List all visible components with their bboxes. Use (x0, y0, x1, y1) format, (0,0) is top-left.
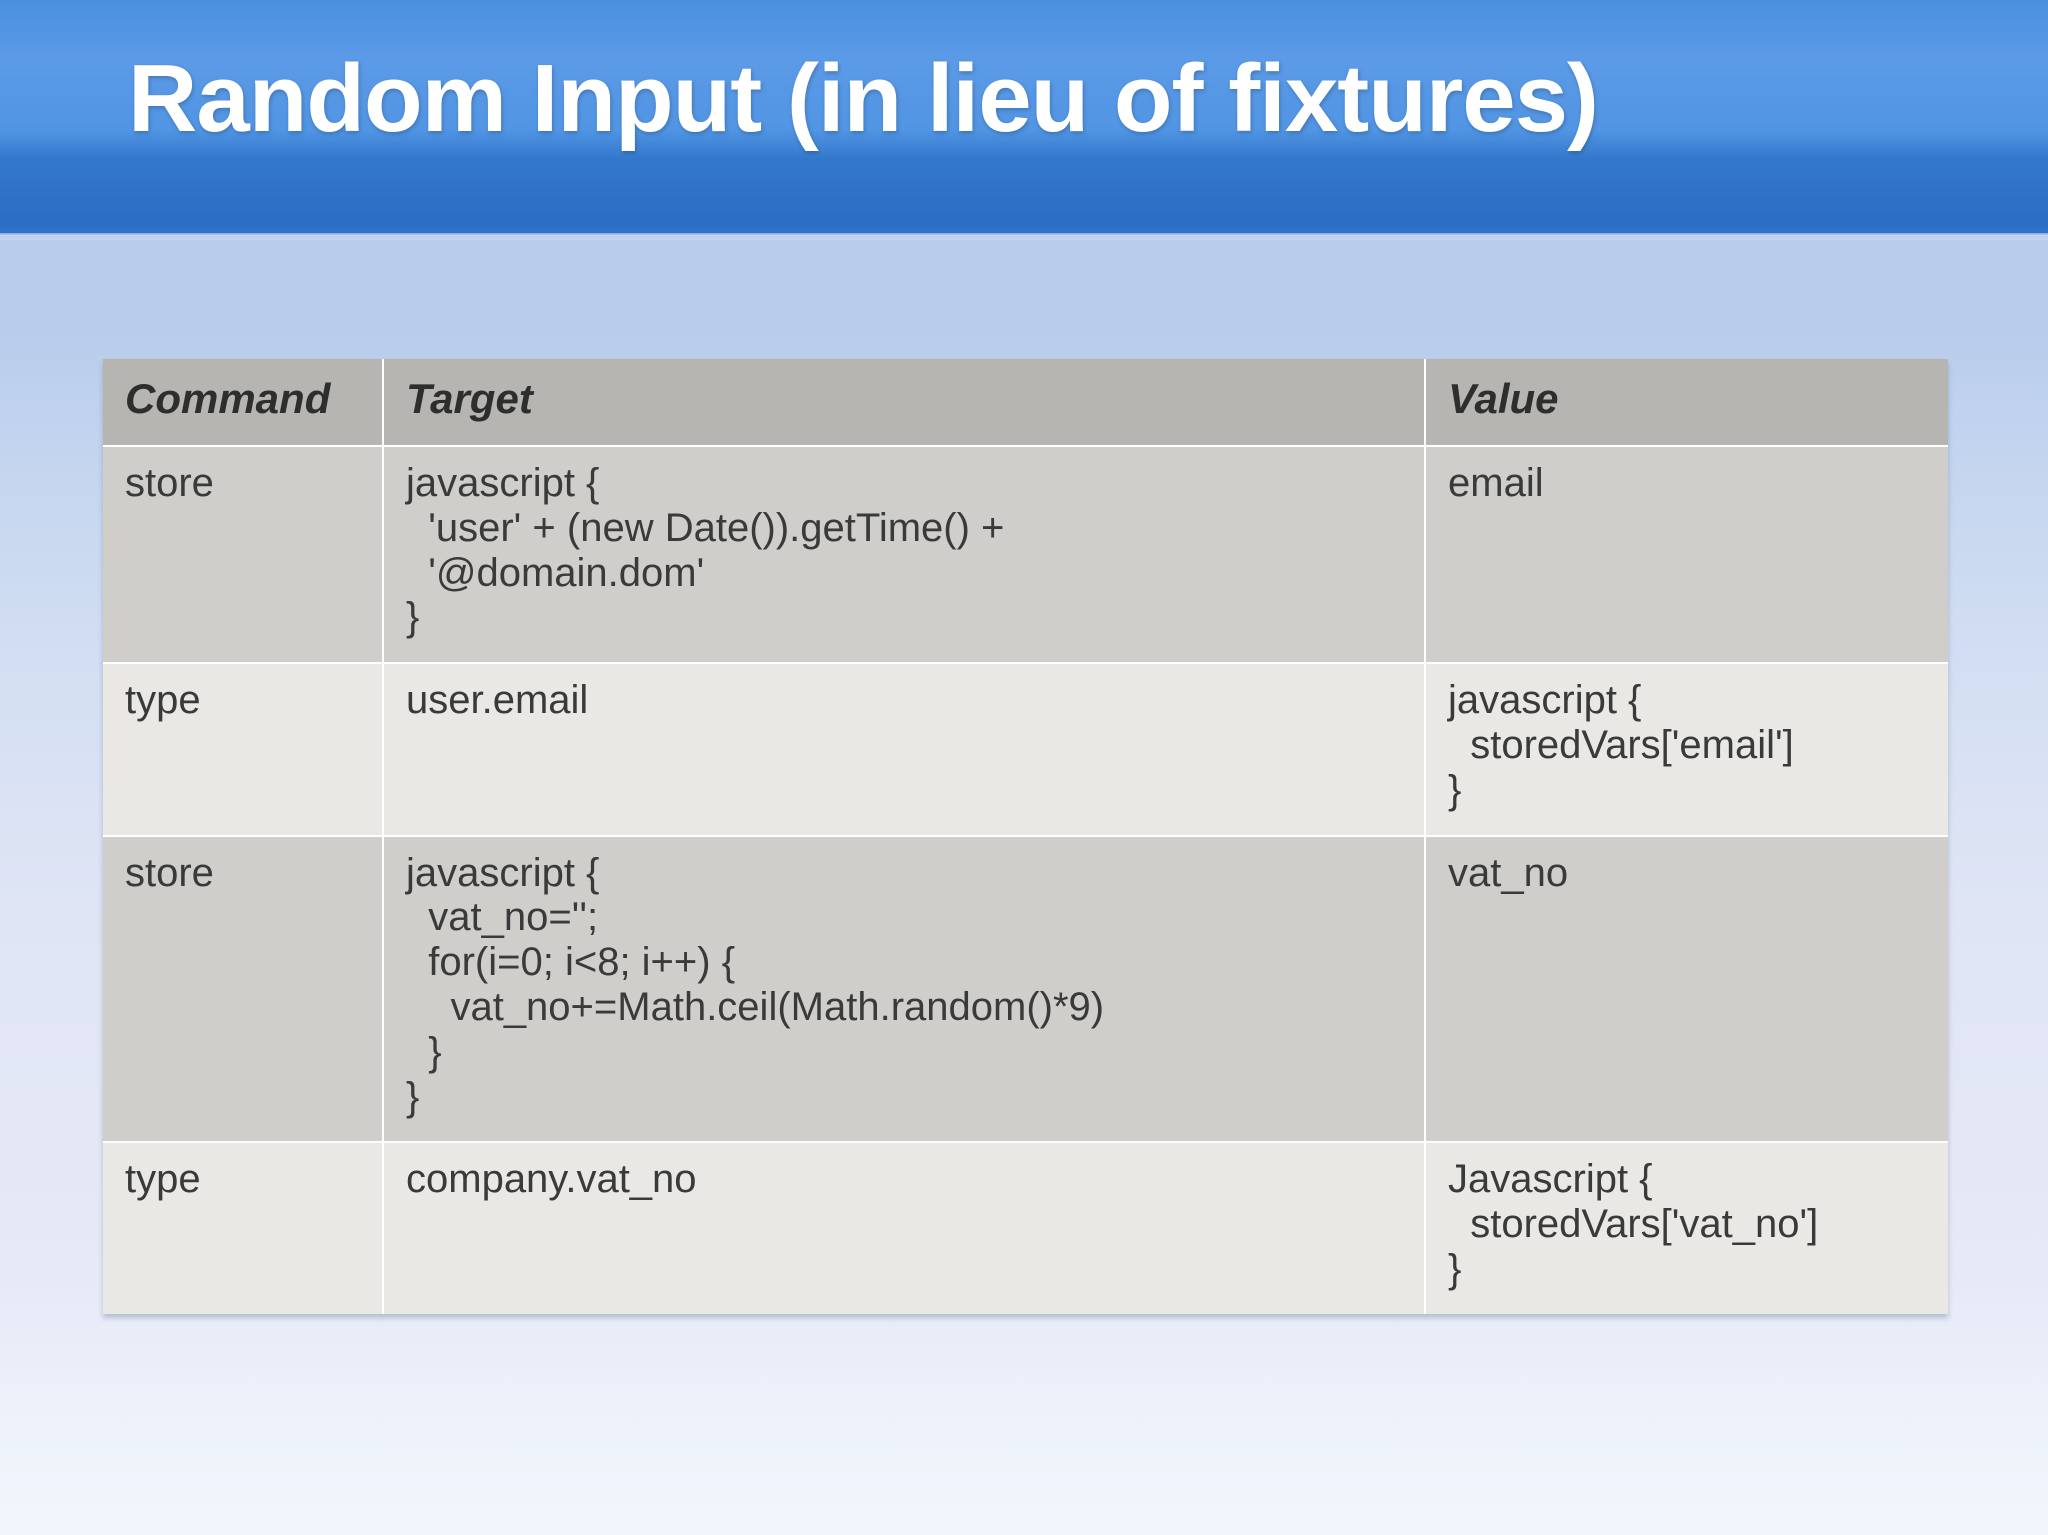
cell-command: store (103, 446, 384, 665)
value-value: vat_no (1448, 850, 1569, 895)
command-table-container: Command Target Value store javascript { … (103, 359, 1948, 1314)
cell-target: javascript { 'user' + (new Date()).getTi… (383, 446, 1426, 665)
column-header-command: Command (103, 359, 384, 447)
table-header-row: Command Target Value (103, 359, 1948, 447)
command-value: type (125, 1157, 201, 1202)
cell-value: vat_no (1425, 835, 1948, 1144)
cell-value: Javascript { storedVars['vat_no'] } (1425, 1142, 1948, 1314)
table-header: Command Target Value (103, 359, 1948, 447)
table-row: type user.email javascript { storedVars[… (103, 663, 1948, 837)
cell-value: email (1425, 446, 1948, 665)
table-row: store javascript { 'user' + (new Date())… (103, 446, 1948, 665)
command-value: store (125, 850, 214, 895)
target-value: javascript { 'user' + (new Date()).getTi… (406, 461, 1005, 640)
cell-value: javascript { storedVars['email'] } (1425, 663, 1948, 837)
title-banner: Random Input (in lieu of fixtures) (0, 0, 2048, 240)
cell-command: store (103, 835, 384, 1144)
page-title: Random Input (in lieu of fixtures) (128, 45, 1599, 152)
value-value: email (1448, 461, 1544, 505)
target-value: company.vat_no (406, 1157, 697, 1202)
table-body: store javascript { 'user' + (new Date())… (103, 446, 1948, 1314)
cell-command: type (103, 1142, 384, 1314)
column-header-value: Value (1425, 359, 1948, 447)
command-value: type (125, 678, 201, 723)
table-row: type company.vat_no Javascript { storedV… (103, 1142, 1948, 1314)
table-row: store javascript { vat_no=''; for(i=0; i… (103, 835, 1948, 1144)
target-value: user.email (406, 678, 589, 723)
command-value: store (125, 461, 214, 505)
value-value: javascript { storedVars['email'] } (1448, 678, 1794, 812)
cell-target: user.email (383, 663, 1426, 837)
cell-target: javascript { vat_no=''; for(i=0; i<8; i+… (383, 835, 1426, 1144)
target-value: javascript { vat_no=''; for(i=0; i<8; i+… (406, 850, 1105, 1119)
cell-target: company.vat_no (383, 1142, 1426, 1314)
value-value: Javascript { storedVars['vat_no'] } (1448, 1157, 1819, 1291)
cell-command: type (103, 663, 384, 837)
command-table: Command Target Value store javascript { … (103, 359, 1948, 1314)
column-header-target: Target (383, 359, 1426, 447)
